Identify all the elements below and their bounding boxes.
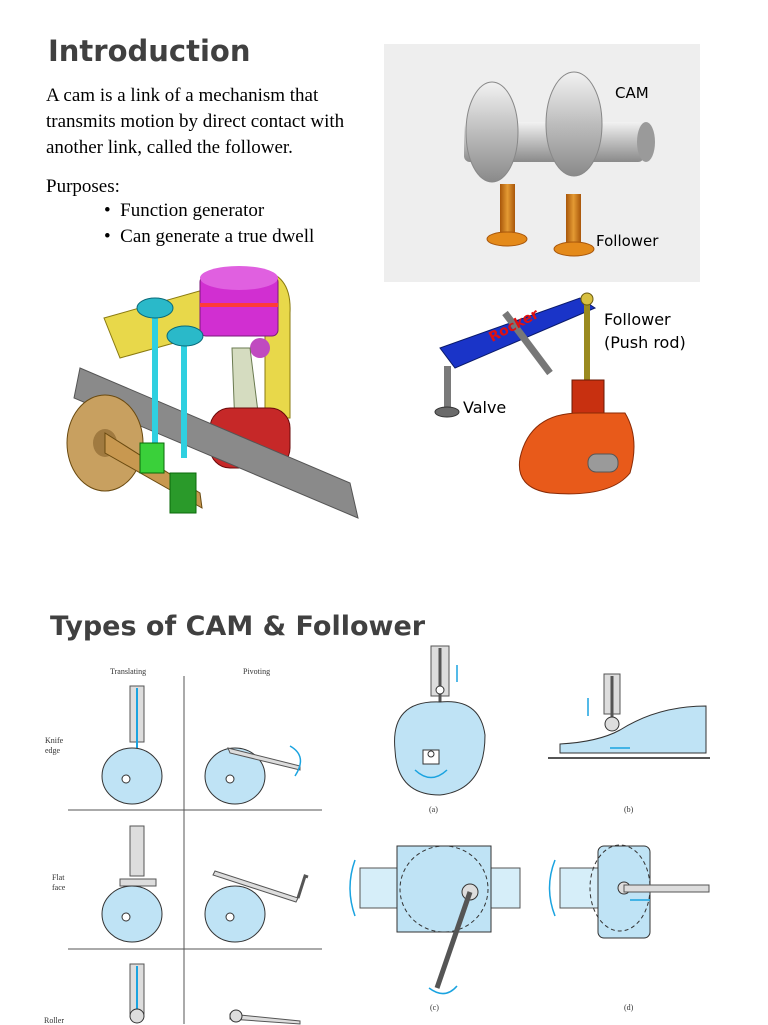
caption-a: (a) (429, 805, 438, 814)
valve-label: Valve (463, 398, 507, 417)
diagram-c (349, 845, 521, 995)
intro-line-3: another link, called the follower. (46, 137, 293, 158)
intro-line-2: transmits motion by direct contact with (46, 111, 345, 132)
bullet-item: • Function generator (104, 200, 265, 221)
diagram-a (394, 645, 486, 796)
row-header-knife: Knife edge (45, 736, 64, 755)
col-header-translating: Translating (110, 667, 147, 676)
intro-paragraph: A cam is a link of a mechanism that tran… (46, 83, 391, 161)
intro-title: Introduction (48, 34, 251, 68)
purposes-label: Purposes: (46, 176, 120, 197)
pushrod-label-line2: (Push rod) (604, 333, 686, 352)
cam-label: CAM (615, 84, 649, 102)
follower-label: Follower (596, 232, 659, 250)
row-header-roller: Roller (44, 1016, 64, 1025)
pushrod-label-line1: Follower (604, 310, 671, 329)
camshaft-illustration (464, 71, 655, 257)
caption-c: (c) (430, 1003, 439, 1012)
types-title: Types of CAM & Follower (50, 611, 426, 642)
col-header-pivoting: Pivoting (243, 667, 271, 676)
purposes-list: • Function generator • Can generate a tr… (104, 198, 314, 250)
diagram-b (548, 673, 710, 759)
pushrod-label: Follower (Push rod) (604, 308, 686, 354)
camshaft-figure: CAM Follower (384, 44, 700, 282)
row-header-flat: Flat face (52, 873, 66, 892)
diagram-d (548, 844, 710, 939)
caption-b: (b) (624, 805, 634, 814)
intro-line-1: A cam is a link of a mechanism that (46, 85, 319, 106)
types-table-diagram (68, 676, 322, 1025)
engine-illustration (66, 266, 359, 519)
caption-d: (d) (624, 1003, 634, 1012)
rocker-illustration (434, 292, 635, 495)
bullet-item: • Can generate a true dwell (104, 226, 315, 247)
